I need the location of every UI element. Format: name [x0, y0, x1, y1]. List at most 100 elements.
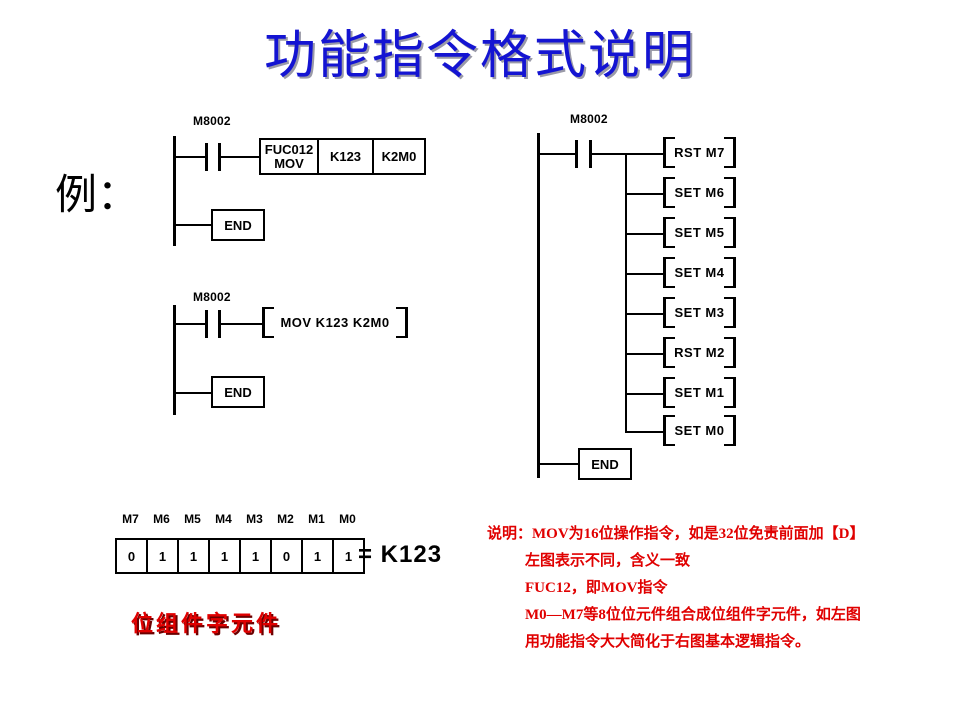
- contact-label-m8002-rung2: M8002: [193, 290, 231, 304]
- output-instruction-text-8: SET M0: [674, 423, 725, 438]
- bracket-mask-bottom: [675, 365, 724, 368]
- bit-cell-m7: 0: [117, 540, 148, 572]
- bit-cell-m6: 1: [148, 540, 179, 572]
- bracket-mask-bottom: [675, 165, 724, 168]
- bit-cell-m2: 0: [272, 540, 303, 572]
- wire-rail-to-end-1: [173, 224, 213, 226]
- instruction-bracket-text: MOV K123 K2M0: [280, 315, 390, 330]
- output-instruction-text-5: SET M3: [674, 305, 725, 320]
- output-bracket-8[interactable]: SET M0: [663, 415, 736, 446]
- bit-cell-m1: 1: [303, 540, 334, 572]
- bracket-mask-top: [274, 307, 396, 310]
- bracket-mask-top: [675, 177, 724, 180]
- instruction-box-func-cell: FUC012 MOV: [261, 140, 319, 173]
- note-line-2: 左图表示不同，含义一致: [525, 553, 691, 569]
- bracket-mask-bottom: [675, 405, 724, 408]
- branch-wire-2: [625, 193, 665, 195]
- contact-bar-left-1: [205, 143, 208, 171]
- bit-header-m3: M3: [246, 512, 263, 526]
- wire-contact-to-box-1: [221, 156, 261, 158]
- output-bracket-1[interactable]: RST M7: [663, 137, 736, 168]
- wire-contact-to-trunk: [592, 153, 627, 155]
- instruction-mnemonic: MOV: [274, 155, 304, 171]
- bracket-mask-top: [675, 377, 724, 380]
- end-box-1[interactable]: END: [211, 209, 265, 241]
- instruction-box-mov[interactable]: FUC012 MOV K123 K2M0: [259, 138, 426, 175]
- output-bracket-3[interactable]: SET M5: [663, 217, 736, 248]
- notes-block: 说明：MOV为16位操作指令，如是32位免责前面加【D】 左图表示不同，含义一致…: [487, 521, 947, 656]
- output-instruction-text-2: SET M6: [674, 185, 725, 200]
- contact-bar-right-1: [218, 143, 221, 171]
- output-bracket-2[interactable]: SET M6: [663, 177, 736, 208]
- wire-contact-to-bracket-2: [221, 323, 263, 325]
- output-bracket-7[interactable]: SET M1: [663, 377, 736, 408]
- bit-header-m4: M4: [215, 512, 232, 526]
- branch-wire-5: [625, 313, 665, 315]
- bracket-mask-top: [675, 337, 724, 340]
- bracket-mask-top: [675, 137, 724, 140]
- bit-header-m1: M1: [308, 512, 325, 526]
- bit-header-m6: M6: [153, 512, 170, 526]
- contact-label-m8002-right: M8002: [570, 112, 608, 126]
- end-box-2[interactable]: END: [211, 376, 265, 408]
- bit-value-table: 0 1 1 1 1 0 1 1: [115, 538, 365, 574]
- output-bracket-4[interactable]: SET M4: [663, 257, 736, 288]
- bit-header-m2: M2: [277, 512, 294, 526]
- instruction-operand1: K123: [319, 140, 374, 173]
- bracket-mask-bottom: [675, 285, 724, 288]
- bracket-mask-bottom: [675, 205, 724, 208]
- output-instruction-text-7: SET M1: [674, 385, 725, 400]
- branch-wire-6: [625, 353, 665, 355]
- bit-cell-m0: 1: [334, 540, 365, 572]
- branch-wire-3: [625, 233, 665, 235]
- branch-wire-8: [625, 431, 665, 433]
- contact-bar-left-right: [575, 140, 578, 168]
- example-label: 例：: [55, 173, 140, 219]
- note-line-1: 说明：MOV为16位操作指令，如是32位免责前面加【D】: [487, 526, 865, 542]
- bracket-mask-bottom: [675, 245, 724, 248]
- contact-bar-left-2: [205, 310, 208, 338]
- output-instruction-text-3: SET M5: [674, 225, 725, 240]
- bracket-mask-bottom: [274, 335, 396, 338]
- bit-cell-m4: 1: [210, 540, 241, 572]
- note-line-4: M0—M7等8位位元件组合成位组件字元件，如左图: [525, 607, 861, 623]
- wire-rail-to-contact-2: [173, 323, 205, 325]
- output-instruction-text-4: SET M4: [674, 265, 725, 280]
- bit-table-caption: 位组件字元件: [131, 611, 282, 636]
- contact-bar-right-right: [589, 140, 592, 168]
- wire-rail-to-end-2: [173, 392, 213, 394]
- bit-cell-m3: 1: [241, 540, 272, 572]
- bit-table-headers: M7 M6 M5 M4 M3 M2 M1 M0: [115, 512, 363, 526]
- output-instruction-text-6: RST M2: [674, 345, 725, 360]
- wire-rail-to-contact-1: [173, 156, 205, 158]
- bit-header-m5: M5: [184, 512, 201, 526]
- page-title: 功能指令格式说明: [263, 28, 696, 85]
- instruction-bracket-mov[interactable]: MOV K123 K2M0: [262, 307, 408, 338]
- output-bracket-5[interactable]: SET M3: [663, 297, 736, 328]
- note-line-5: 用功能指令大大简化于右图基本逻辑指令。: [525, 634, 811, 650]
- instruction-func-code: FUC012: [264, 141, 314, 157]
- branch-wire-1: [625, 153, 665, 155]
- wire-rail-to-end-right: [537, 463, 581, 465]
- power-rail-right: [537, 133, 540, 478]
- output-bracket-6[interactable]: RST M2: [663, 337, 736, 368]
- bracket-mask-top: [675, 297, 724, 300]
- bit-header-m0: M0: [339, 512, 356, 526]
- bracket-mask-top: [675, 415, 724, 418]
- contact-label-m8002-rung1: M8002: [193, 114, 231, 128]
- bit-cell-m5: 1: [179, 540, 210, 572]
- end-box-right[interactable]: END: [578, 448, 632, 480]
- power-rail-left-2: [173, 305, 176, 415]
- branch-wire-7: [625, 393, 665, 395]
- wire-rail-to-contact-right: [537, 153, 575, 155]
- bracket-mask-bottom: [675, 325, 724, 328]
- bit-table-equals-value: = K123: [358, 541, 443, 568]
- instruction-operand2: K2M0: [381, 149, 417, 164]
- output-instruction-text-1: RST M7: [674, 145, 725, 160]
- bracket-mask-top: [675, 217, 724, 220]
- contact-bar-right-2: [218, 310, 221, 338]
- note-line-3: FUC12，即MOV指令: [525, 580, 668, 596]
- power-rail-left-1: [173, 136, 176, 246]
- bracket-mask-top: [675, 257, 724, 260]
